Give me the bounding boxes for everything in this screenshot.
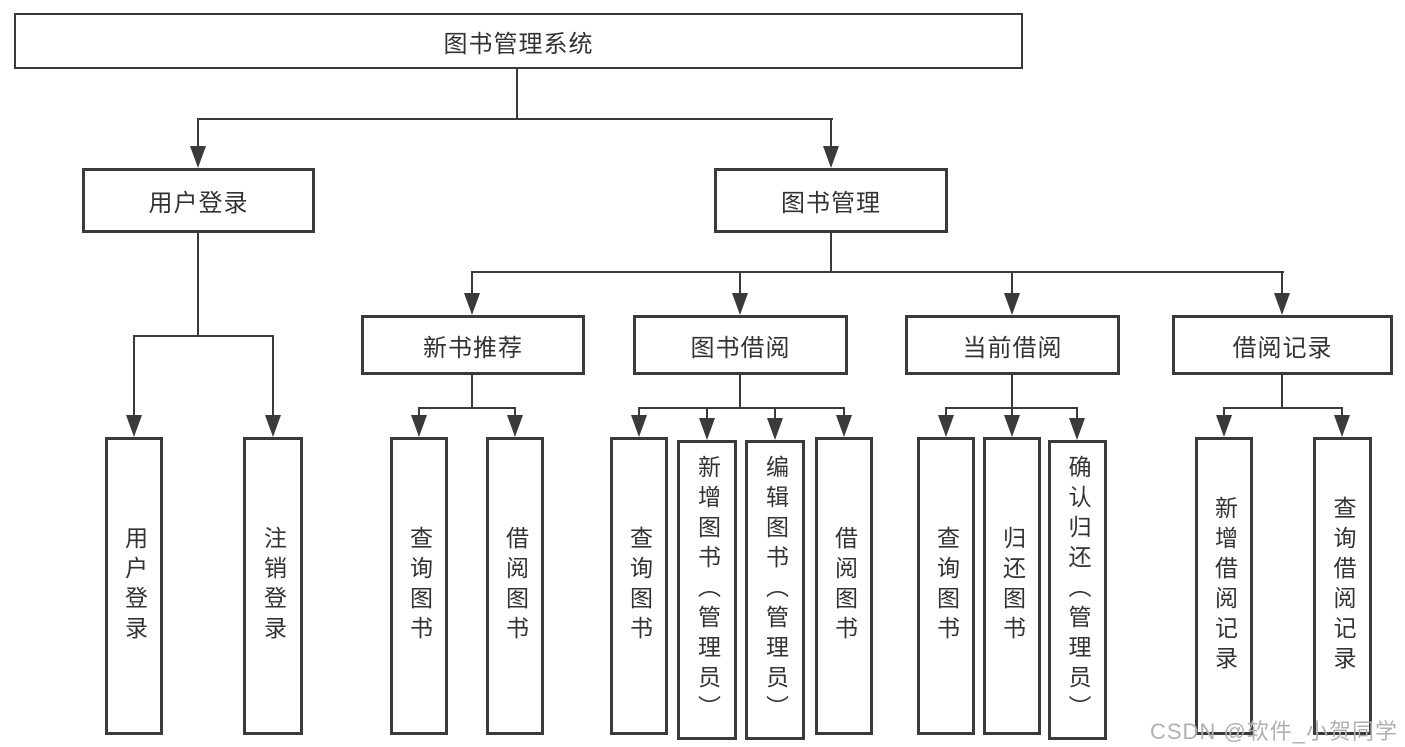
node-root-label: 图书管理系统 [443, 30, 594, 58]
connector-drop-current-borrowing [1011, 271, 1013, 295]
connector-drop-cur-return [1011, 407, 1013, 417]
connector-user-login-bar [134, 335, 274, 337]
leaf-recommend-borrow-books: 借阅图书 [486, 437, 544, 735]
arrow-down-book-borrowing [732, 293, 748, 315]
arrow-down-leaf-user-login [126, 415, 142, 437]
connector-borrowing-records-stem [1281, 375, 1283, 409]
connector-drop-rec-borrow [514, 407, 516, 417]
connector-drop-leaf-logout [272, 335, 274, 417]
leaf-records-add-record-label: 新增借阅记录 [1211, 496, 1238, 676]
connector-borrowing-records-bar [1224, 407, 1343, 409]
connector-drop-recs-query [1341, 407, 1343, 417]
leaf-current-return-books-label: 归还图书 [999, 526, 1026, 646]
leaf-current-return-books: 归还图书 [983, 437, 1041, 735]
connector-drop-user-login [197, 118, 199, 148]
leaf-borrowing-borrow-books-label: 借阅图书 [831, 526, 858, 646]
node-current-borrowing: 当前借阅 [905, 315, 1120, 375]
leaf-current-query-books: 查询图书 [917, 437, 975, 735]
connector-root-bar [197, 118, 833, 120]
arrow-down-cur-confirm [1069, 418, 1085, 440]
node-root: 图书管理系统 [14, 13, 1023, 69]
connector-book-management-stem [830, 233, 832, 273]
connector-current-borrowing-stem [1011, 375, 1013, 409]
arrow-down-user-login [190, 146, 206, 168]
node-book-borrowing-label: 图书借阅 [690, 334, 791, 362]
leaf-logout: 注销登录 [243, 437, 303, 735]
connector-drop-borrowing-records [1281, 271, 1283, 295]
arrow-down-recs-query [1334, 415, 1350, 437]
node-book-management: 图书管理 [714, 168, 948, 233]
leaf-recommend-query-books: 查询图书 [390, 437, 448, 735]
arrow-down-bor-add [699, 418, 715, 440]
arrow-down-cur-return [1004, 415, 1020, 437]
connector-drop-leaf-user-login [133, 335, 135, 417]
node-new-book-recommend-label: 新书推荐 [423, 334, 523, 362]
node-book-borrowing: 图书借阅 [633, 315, 848, 375]
node-current-borrowing-label: 当前借阅 [962, 334, 1063, 362]
node-user-login: 用户登录 [82, 168, 315, 233]
node-borrowing-records-label: 借阅记录 [1232, 334, 1333, 362]
connector-drop-book-borrowing [739, 271, 741, 295]
leaf-logout-label: 注销登录 [260, 526, 287, 646]
connector-drop-bor-borrow [843, 407, 845, 417]
connector-drop-bor-query [638, 407, 640, 417]
arrow-down-bor-edit [767, 418, 783, 440]
leaf-recommend-borrow-books-label: 借阅图书 [502, 526, 529, 646]
connector-drop-cur-confirm [1076, 407, 1078, 419]
arrow-down-current-borrowing [1004, 293, 1020, 315]
leaf-borrowing-edit-books-label: 编辑图书（管理员） [762, 455, 789, 725]
connector-drop-bor-edit [774, 407, 776, 419]
leaf-current-confirm-return: 确认归还（管理员） [1048, 440, 1107, 740]
leaf-records-query-record-label: 查询借阅记录 [1330, 496, 1356, 676]
arrow-down-cur-query [938, 415, 954, 437]
arrow-down-bor-borrow [836, 415, 852, 437]
leaf-borrowing-add-books-label: 新增图书（管理员） [694, 455, 721, 725]
connector-user-login-stem [197, 233, 199, 337]
arrow-down-bor-query [631, 415, 647, 437]
connector-drop-rec-query [418, 407, 420, 417]
leaf-recommend-query-books-label: 查询图书 [406, 526, 433, 646]
csdn-watermark: CSDN @软件_小贺同学 [1150, 719, 1399, 744]
node-book-management-label: 图书管理 [781, 190, 881, 217]
node-new-book-recommend: 新书推荐 [361, 315, 585, 375]
connector-drop-new-book-recommend [471, 271, 473, 295]
node-borrowing-records: 借阅记录 [1172, 315, 1393, 375]
leaf-records-add-record: 新增借阅记录 [1195, 437, 1253, 735]
leaf-borrowing-add-books: 新增图书（管理员） [677, 440, 737, 740]
connector-drop-bor-add [706, 407, 708, 419]
connector-book-borrowing-bar [639, 407, 845, 409]
connector-root-stem [516, 69, 518, 120]
leaf-borrowing-query-books: 查询图书 [610, 437, 668, 735]
connector-new-book-recommend-bar [419, 407, 516, 409]
connector-book-borrowing-stem [739, 375, 741, 409]
connector-drop-cur-query [945, 407, 947, 417]
node-user-login-label: 用户登录 [148, 190, 249, 217]
leaf-borrowing-edit-books: 编辑图书（管理员） [745, 440, 805, 740]
leaf-user-login: 用户登录 [105, 437, 163, 735]
leaf-current-query-books-label: 查询图书 [933, 526, 960, 646]
leaf-borrowing-borrow-books: 借阅图书 [815, 437, 873, 735]
arrow-down-rec-query [411, 415, 427, 437]
arrow-down-book-management [823, 146, 839, 168]
arrow-down-borrowing-records [1274, 293, 1290, 315]
arrow-down-rec-borrow [507, 415, 523, 437]
connector-new-book-recommend-stem [471, 375, 473, 409]
arrow-down-new-book-recommend [464, 293, 480, 315]
leaf-user-login-label: 用户登录 [121, 526, 148, 646]
connector-book-management-bar [472, 271, 1284, 273]
arrow-down-leaf-logout [265, 415, 281, 437]
leaf-records-query-record: 查询借阅记录 [1313, 437, 1372, 735]
connector-drop-recs-add [1223, 407, 1225, 417]
leaf-current-confirm-return-label: 确认归还（管理员） [1065, 455, 1091, 725]
arrow-down-recs-add [1216, 415, 1232, 437]
connector-drop-book-management [830, 118, 832, 148]
leaf-borrowing-query-books-label: 查询图书 [626, 526, 653, 646]
